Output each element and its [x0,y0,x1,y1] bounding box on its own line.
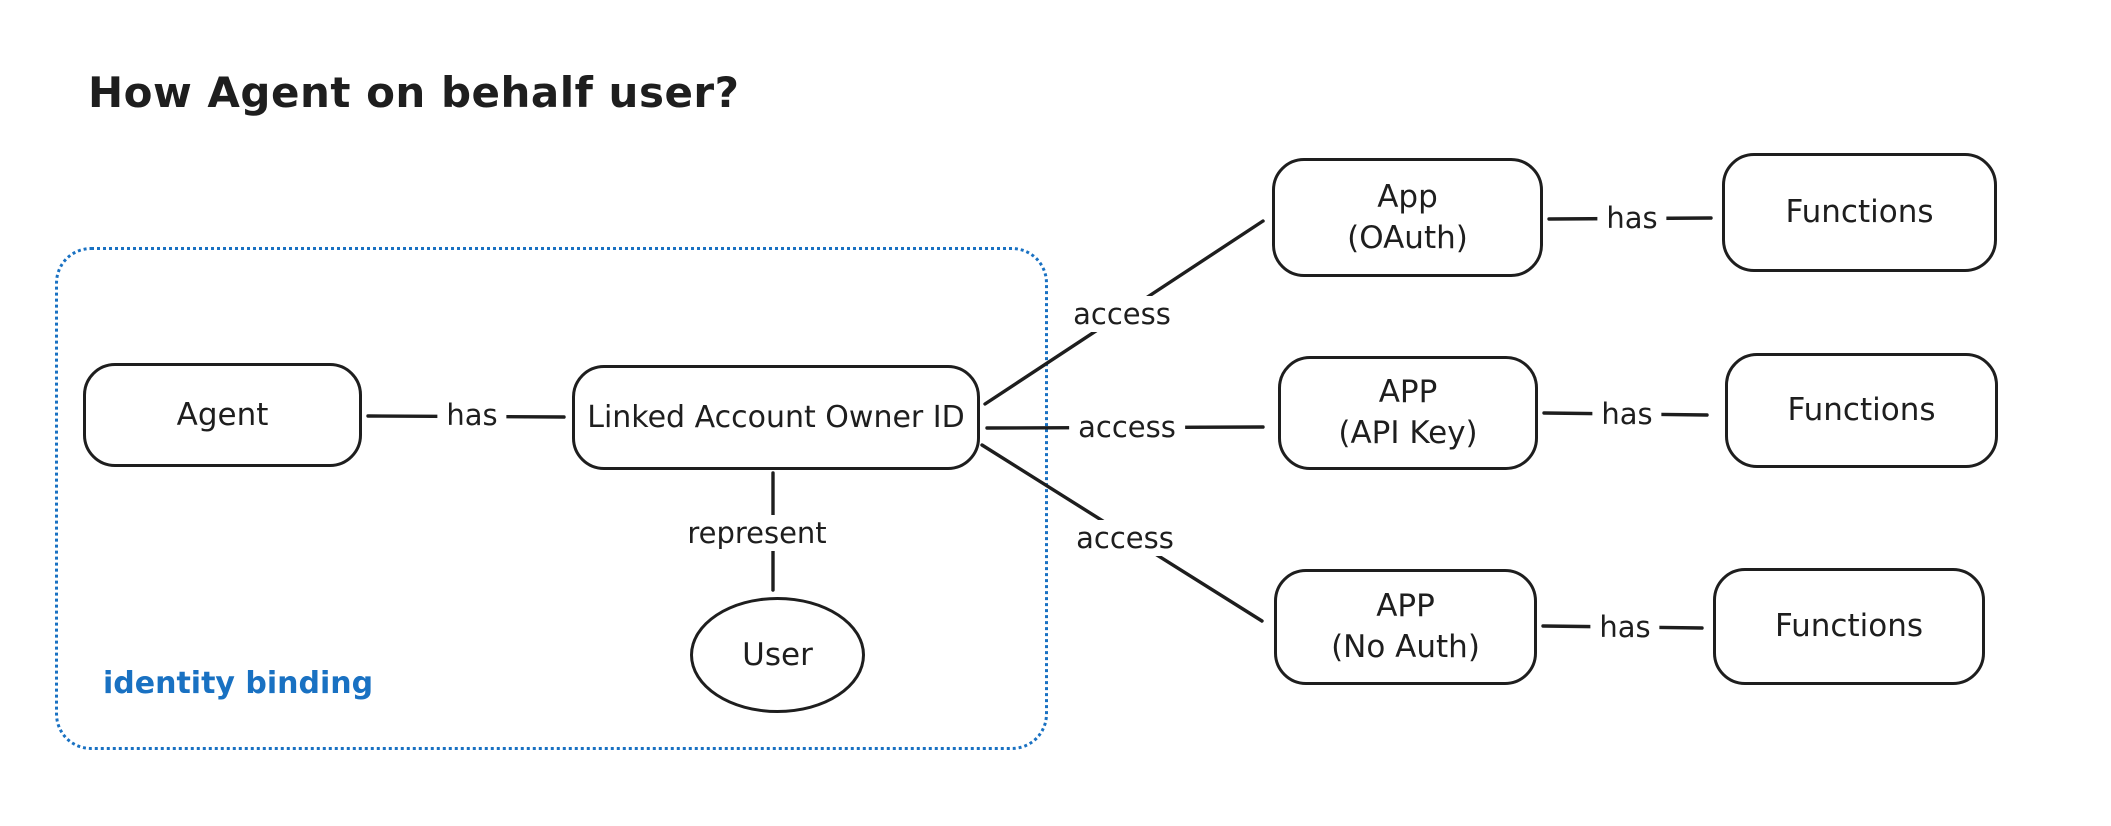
edge-label-has-api-key: has [1592,396,1662,432]
edge-label-has-agent: has [437,397,507,433]
node-functions-oauth-label: Functions [1785,194,1934,231]
node-functions-api-key-label: Functions [1787,392,1936,429]
node-app-no-auth-label-line2: (No Auth) [1331,629,1480,665]
node-app-oauth: App (OAuth) [1272,158,1543,277]
node-agent: Agent [83,363,362,467]
edge-label-represent: represent [678,515,836,551]
node-user: User [690,597,865,713]
node-functions-api-key: Functions [1725,353,1998,468]
node-app-api-key-label-line2: (API Key) [1338,415,1478,451]
node-user-label: User [742,636,813,673]
identity-binding-label: identity binding [103,666,374,701]
edge-label-has-oauth: has [1597,200,1667,236]
node-functions-no-auth: Functions [1713,568,1985,685]
node-app-no-auth: APP (No Auth) [1274,569,1537,685]
edge-label-has-no-auth: has [1590,609,1660,645]
node-functions-no-auth-label: Functions [1774,608,1923,645]
page-title: How Agent on behalf user? [88,68,740,117]
node-app-api-key-label-line1: APP [1378,374,1438,411]
edge-label-access-no-auth: access [1067,520,1183,556]
node-agent-label: Agent [176,396,269,433]
node-app-no-auth-label-line1: APP [1376,588,1435,625]
node-linked-account-owner-id: Linked Account Owner ID [572,365,980,470]
node-linked-account-owner-id-label: Linked Account Owner ID [587,399,965,435]
node-app-oauth-label-line1: App [1377,178,1438,215]
edge-label-access-api-key: access [1069,409,1185,445]
node-app-api-key: APP (API Key) [1278,356,1538,470]
node-functions-oauth: Functions [1722,153,1997,272]
node-app-oauth-label-line2: (OAuth) [1347,219,1468,256]
edge-label-access-oauth: access [1064,296,1180,332]
